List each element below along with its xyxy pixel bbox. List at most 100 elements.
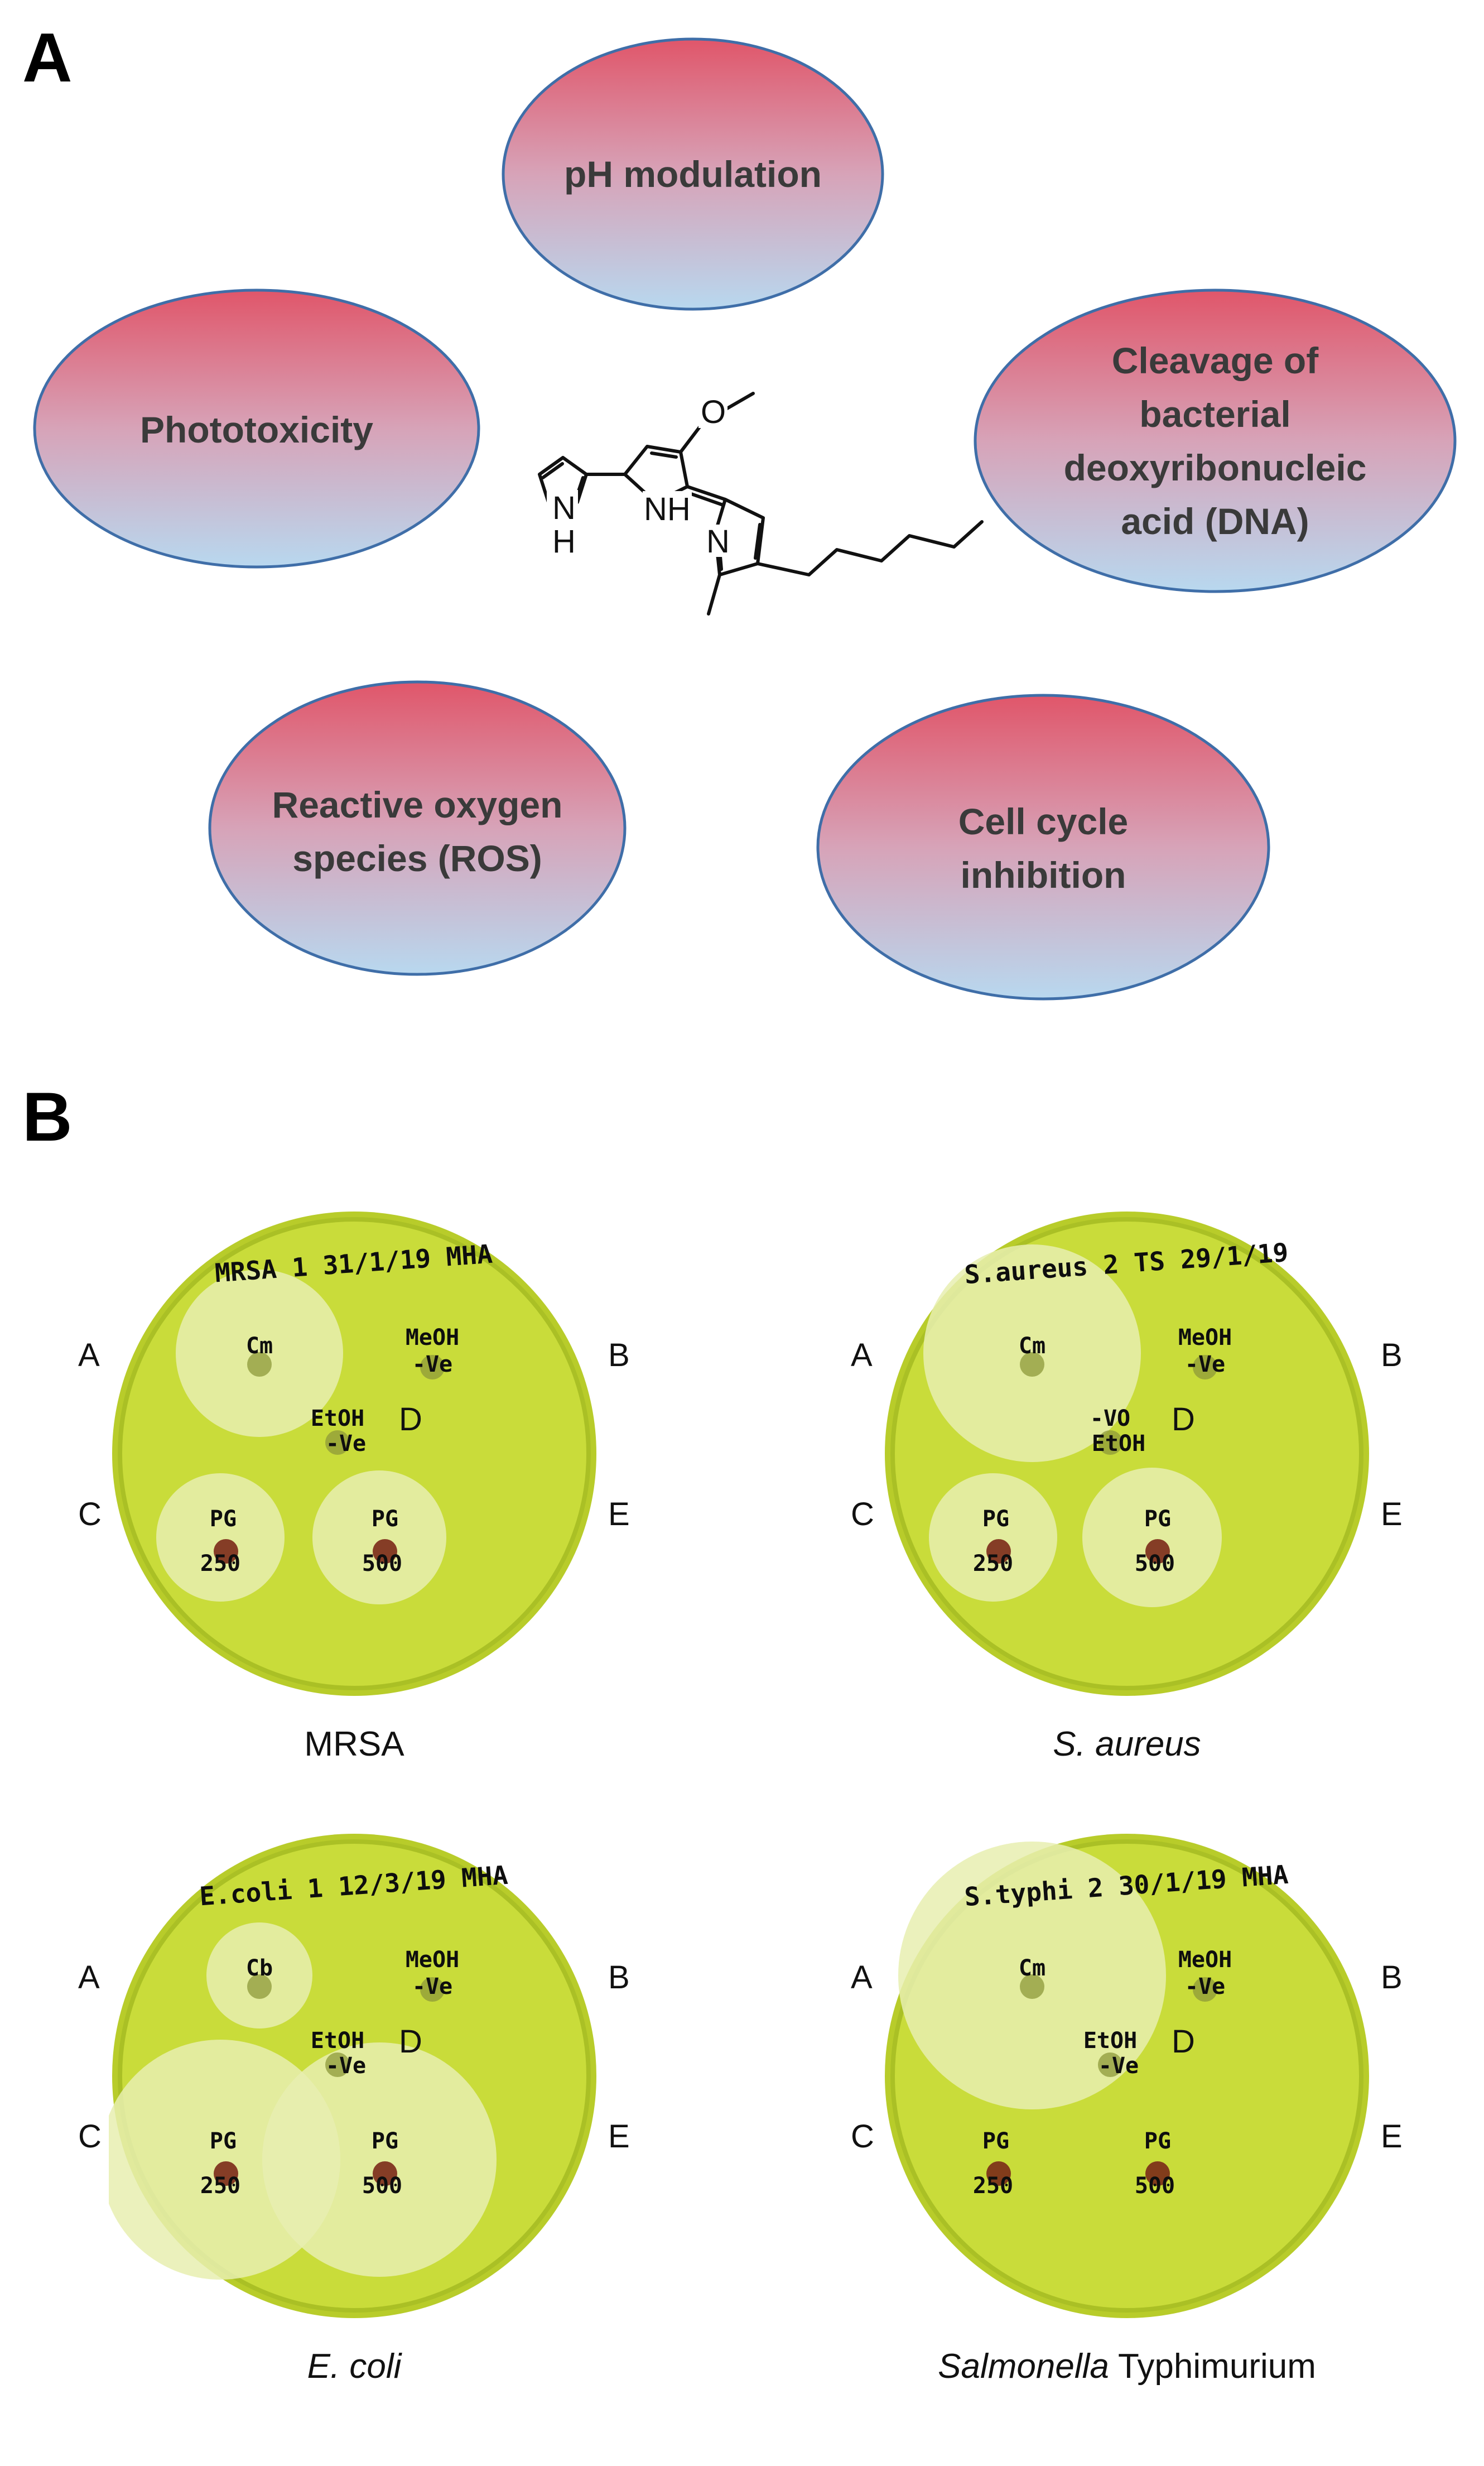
handwritten-etoh-ve: -Ve — [1098, 2053, 1139, 2079]
handwritten-etoh-ve: -Ve — [326, 2053, 366, 2079]
well-pg250 — [214, 2161, 238, 2186]
well-pg500 — [373, 2161, 397, 2186]
handwritten-meoh: MeOH — [1178, 1947, 1232, 1973]
well-letter-d: D — [399, 1401, 422, 1438]
handwritten-meoh-ve: -Ve — [1185, 1352, 1225, 1377]
well-letter-d: D — [1172, 2023, 1195, 2060]
well-letter-a: A — [851, 1959, 873, 1996]
well-letter-a: A — [851, 1337, 873, 1373]
handwritten-meoh-ve: -Ve — [412, 1974, 452, 1999]
caption-plain: MRSA — [304, 1725, 404, 1763]
bubble-phototoxicity — [33, 289, 480, 569]
caption-italic: S. aureus — [1053, 1725, 1201, 1763]
plate-caption-1: MRSA — [103, 1727, 605, 1762]
label-dna-cleavage: Cleavage of bacterial deoxyribonucleic a… — [1063, 340, 1367, 542]
handwritten-cm: Cm — [246, 1333, 273, 1359]
well-etoh — [325, 2052, 350, 2077]
well-meoh — [1193, 1355, 1217, 1379]
well-letter-c: C — [851, 2118, 874, 2155]
well-letter-c: C — [78, 2118, 102, 2155]
well-cm — [247, 1352, 272, 1377]
prodigiosin-atom-labels: O N H NH N — [547, 393, 730, 560]
handwritten-pg250: PG — [210, 1506, 237, 1532]
bubble-dna-cleavage — [974, 289, 1457, 593]
bubble-cell-cycle — [816, 694, 1270, 1001]
inhibition-zone-pg250 — [156, 1473, 285, 1602]
handwritten-pg500: PG — [372, 1506, 398, 1532]
handwritten-meoh-ve: -Ve — [412, 1352, 452, 1377]
well-pg250 — [214, 1539, 238, 1564]
plate-caption-3: E. coli — [103, 2349, 605, 2384]
handwritten-pg500-conc: 500 — [1135, 1551, 1175, 1576]
caption-italic: E. coli — [307, 2347, 402, 2386]
handwritten-pg500-conc: 500 — [1135, 2173, 1175, 2199]
panel-b-letter: B — [22, 1079, 73, 1156]
label-ros: Reactive oxygen species (ROS) — [272, 784, 563, 879]
well-letter-b: B — [1381, 1959, 1403, 1996]
handwritten-pg250: PG — [982, 2128, 1009, 2154]
well-letter-b: B — [608, 1959, 630, 1996]
well-cm — [1020, 1352, 1044, 1377]
well-letter-c: C — [78, 1496, 102, 1532]
well-cm — [247, 1974, 272, 1999]
well-pg500 — [1145, 2161, 1170, 2186]
inhibition-zone-pg500 — [312, 1470, 446, 1604]
well-letter-c: C — [851, 1496, 874, 1532]
panel-a-letter: A — [22, 20, 73, 97]
handwritten-etoh: EtOH — [311, 1406, 364, 1431]
handwritten-cm: Cm — [1019, 1333, 1045, 1359]
well-etoh — [1098, 1430, 1122, 1455]
nh-middle-label: NH — [644, 491, 691, 527]
well-etoh — [325, 1430, 350, 1455]
handwritten-etoh-ve: -Ve — [326, 1431, 366, 1456]
inhibition-zone-pg500 — [1082, 1468, 1222, 1607]
n-right-label: N — [706, 523, 730, 560]
well-letter-e: E — [1381, 2118, 1403, 2155]
handwritten-pg500: PG — [1144, 1506, 1171, 1532]
well-letter-a: A — [78, 1337, 100, 1373]
well-pg500 — [1145, 1539, 1170, 1564]
handwritten-cm: Cm — [1019, 1955, 1045, 1981]
bubble-ph-modulation — [502, 37, 884, 311]
label-phototoxicity: Phototoxicity — [139, 409, 373, 450]
handwritten-etoh: EtOH — [311, 2028, 364, 2054]
well-cm — [1020, 1974, 1044, 1999]
nh-left-n-label: N — [552, 490, 576, 526]
well-pg500 — [373, 1539, 397, 1564]
well-letter-e: E — [608, 1496, 630, 1532]
label-cell-cycle: Cell cycle inhibition — [958, 801, 1129, 896]
well-letter-b: B — [608, 1337, 630, 1373]
well-etoh — [1098, 2052, 1122, 2077]
handwritten-etoh: EtOH — [1083, 2028, 1137, 2054]
handwritten-cm: Cb — [246, 1955, 273, 1981]
well-letter-b: B — [1381, 1337, 1403, 1373]
well-pg250 — [986, 2161, 1011, 2186]
well-meoh — [1193, 1977, 1217, 2002]
handwritten-pg250-conc: 250 — [973, 1551, 1013, 1576]
well-letter-e: E — [608, 2118, 630, 2155]
well-meoh — [420, 1977, 445, 2002]
bubble-ros — [208, 680, 627, 976]
plate-caption-2: S. aureus — [876, 1727, 1378, 1762]
well-letter-a: A — [78, 1959, 100, 1996]
plate-caption-4: Salmonella Typhimurium — [876, 2349, 1378, 2384]
caption-plain: Typhimurium — [1109, 2347, 1316, 2386]
handwritten-pg250: PG — [982, 1506, 1009, 1532]
handwritten-pg250: PG — [210, 2128, 237, 2154]
handwritten-pg500: PG — [1144, 2128, 1171, 2154]
handwritten-pg250-conc: 250 — [200, 2173, 240, 2199]
handwritten-meoh: MeOH — [406, 1947, 459, 1973]
handwritten-meoh: MeOH — [406, 1325, 459, 1350]
handwritten-meoh: MeOH — [1178, 1325, 1232, 1350]
caption-italic: Salmonella — [938, 2347, 1109, 2386]
inhibition-zone-pg500 — [262, 2042, 497, 2277]
methoxy-o-label: O — [701, 394, 726, 430]
handwritten-pg250-conc: 250 — [973, 2173, 1013, 2199]
well-letter-e: E — [1381, 1496, 1403, 1532]
well-meoh — [420, 1355, 445, 1379]
handwritten-etoh: -VO — [1090, 1406, 1130, 1431]
